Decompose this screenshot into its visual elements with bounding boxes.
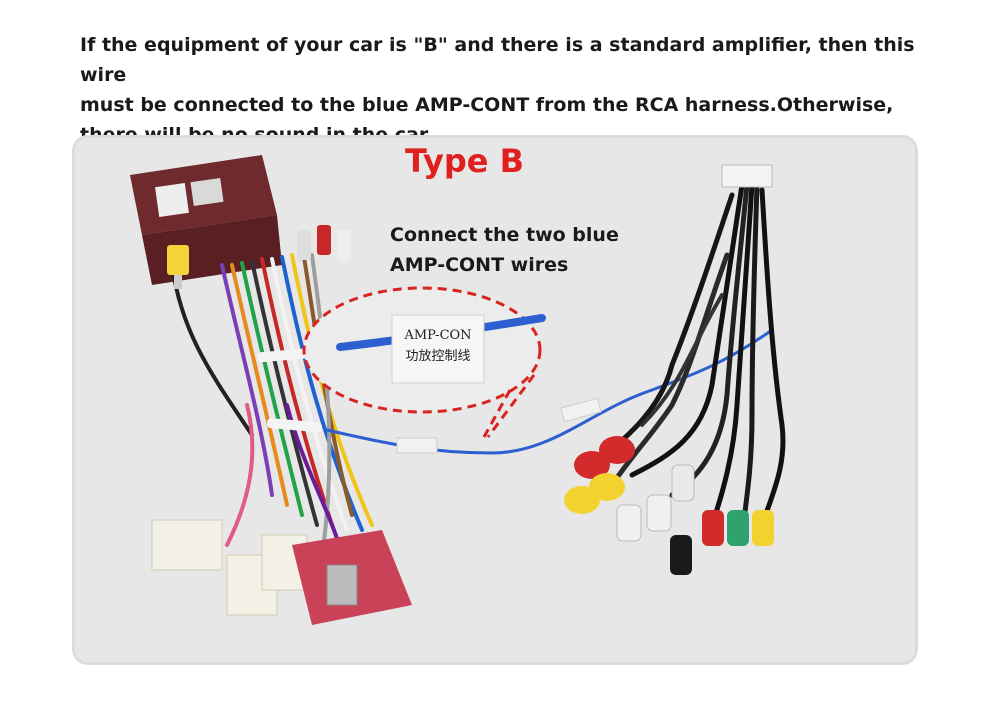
- callout-line-2: AMP-CONT wires: [390, 254, 569, 276]
- zoom-tag-line-1: AMP-CON: [404, 328, 472, 343]
- zoom-wire-tag: AMP-CON 功放控制线: [392, 318, 484, 384]
- instruction-text: If the equipment of your car is "B" and …: [80, 30, 940, 150]
- callout-text: Connect the two blue AMP-CONT wires: [390, 220, 619, 280]
- left-harness-wires: [170, 243, 374, 557]
- left-connectors: [151, 519, 412, 625]
- canbus-decoder-box: [130, 155, 282, 285]
- right-rca-connectors: [564, 436, 774, 575]
- instruction-line-2: must be connected to the blue AMP-CONT f…: [80, 94, 894, 116]
- instruction-line-1: If the equipment of your car is "B" and …: [80, 34, 915, 86]
- left-yellow-rca: [167, 245, 189, 289]
- type-b-title: Type B: [405, 142, 525, 180]
- right-pin-connector: [721, 164, 773, 188]
- blue-amp-cont-wire: [326, 328, 773, 455]
- zoom-tag-line-2: 功放控制线: [405, 349, 471, 364]
- callout-line-1: Connect the two blue: [390, 224, 619, 246]
- zoom-callout: [302, 286, 546, 438]
- wiring-harness-illustration: [130, 155, 786, 625]
- left-rca-plugs: [297, 225, 351, 260]
- cable-ties: [257, 347, 322, 433]
